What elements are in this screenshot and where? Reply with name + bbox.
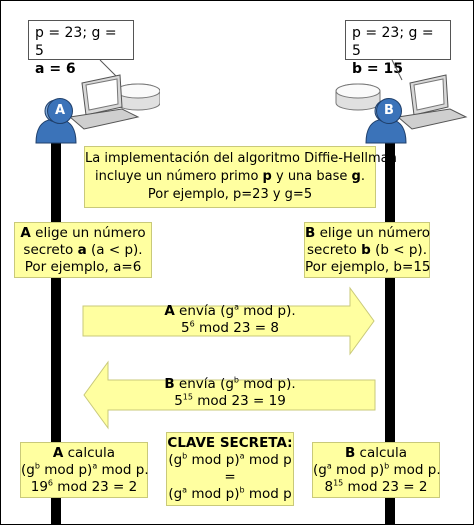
laptop-icon [68, 74, 140, 130]
send-a-line-2: 56 mod 23 = 8 [181, 319, 279, 336]
b-calc-box: B calcula (ga mod p)b mod p. 815 mod 23 … [312, 442, 441, 498]
secret-key-box: CLAVE SECRETA: (gb mod p)a mod p = (ga m… [166, 432, 294, 506]
badge-b: B [376, 98, 402, 124]
a-chooses-line-1: A elige un número [20, 224, 146, 241]
party-b-icons [335, 59, 468, 144]
callout-b-secret: b = 15 [352, 61, 403, 77]
party-a-icons [35, 59, 160, 144]
secret-key-line-2: (ga mod p)b mod p [168, 485, 292, 502]
send-b-line-2: 515 mod 23 = 19 [174, 392, 286, 409]
callout-b-params: p = 23; g = 5 [352, 25, 434, 59]
a-calc-line-2: (gb mod p)a mod p. [21, 461, 149, 478]
timeline-a [51, 110, 61, 525]
intro-box: La implementación del algoritmo Diffie-H… [84, 146, 397, 208]
b-chooses-line-2: secreto b (b < p). [307, 241, 427, 258]
b-calc-line-1: B calcula [344, 444, 408, 461]
b-chooses-line-3: Por ejemplo, b=15 [305, 258, 431, 275]
callout-a-params: p = 23; g = 5 [35, 25, 117, 59]
b-calc-line-2: (ga mod p)b mod p. [313, 461, 441, 478]
badge-a-label: A [54, 103, 66, 118]
a-chooses-box: A elige un número secreto a (a < p). Por… [14, 222, 152, 278]
send-b-line-1: B envía (gb mod p). [164, 375, 296, 392]
a-chooses-line-3: Por ejemplo, a=6 [24, 258, 142, 275]
b-chooses-line-1: B elige un número [305, 224, 431, 241]
send-a-text: A envía (ga mod p). 56 mod 23 = 8 [140, 303, 320, 337]
timeline-b [385, 110, 395, 525]
intro-line-1: La implementación del algoritmo Diffie-H… [85, 151, 397, 166]
callout-a-secret: a = 6 [35, 61, 76, 77]
intro-line-3: Por ejemplo, p=23 y g=5 [147, 187, 313, 202]
b-calc-line-3: 815 mod 23 = 2 [324, 478, 428, 495]
badge-b-label: B [384, 103, 394, 118]
laptop-icon [396, 74, 468, 130]
database-icon [335, 83, 381, 111]
send-b-text: B envía (gb mod p). 515 mod 23 = 19 [140, 376, 320, 410]
arrow-b-to-a [83, 360, 376, 430]
arrow-a-to-b [82, 286, 375, 356]
a-calc-line-1: A calcula [52, 444, 116, 461]
badge-a: A [47, 98, 73, 124]
send-a-line-1: A envía (ga mod p). [164, 302, 296, 319]
a-calc-box: A calcula (gb mod p)a mod p. 196 mod 23 … [20, 442, 149, 498]
a-calc-line-3: 196 mod 23 = 2 [30, 478, 138, 495]
b-chooses-box: B elige un número secreto b (b < p). Por… [304, 222, 431, 278]
callout-b: p = 23; g = 5 b = 15 [345, 20, 451, 77]
database-icon [115, 83, 160, 111]
callout-a: p = 23; g = 5 a = 6 [28, 20, 134, 77]
secret-key-equals: = [224, 469, 236, 485]
intro-line-2: incluye un número primo p y una base g. [95, 169, 365, 184]
secret-key-line-1: (gb mod p)a mod p [168, 451, 292, 468]
a-chooses-line-2: secreto a (a < p). [23, 241, 143, 258]
secret-key-title: CLAVE SECRETA: [167, 435, 293, 451]
